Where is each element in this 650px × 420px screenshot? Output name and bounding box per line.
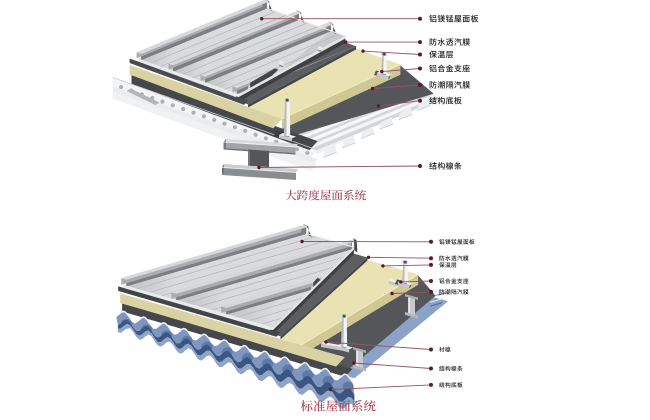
leader-label-dot bbox=[418, 66, 422, 71]
leader-label-dot bbox=[429, 366, 433, 371]
leader-label-dot bbox=[429, 256, 433, 261]
leader-bot-3 bbox=[399, 278, 469, 284]
layer-stack bbox=[136, 0, 438, 158]
deck-perforation-hole bbox=[191, 110, 196, 115]
leader-anchor-dot bbox=[380, 69, 384, 74]
leader-anchor-dot bbox=[324, 340, 328, 344]
leader-top-3 bbox=[380, 64, 470, 74]
leader-top-2 bbox=[361, 49, 454, 59]
deck-perforation-hole bbox=[232, 125, 237, 130]
leader-label-dot bbox=[418, 16, 422, 21]
leader-top-5 bbox=[376, 96, 462, 108]
aluminium-support-bracket bbox=[336, 314, 353, 353]
leader-bot-4 bbox=[390, 289, 469, 296]
leader-label-dot bbox=[418, 83, 422, 87]
leader-anchor-dot bbox=[352, 361, 356, 365]
leader-anchor-dot bbox=[344, 40, 348, 44]
leader-top-6 bbox=[257, 162, 462, 170]
leader-bot-6 bbox=[352, 361, 463, 372]
c-purlin-section bbox=[353, 347, 366, 372]
leader-label-dot bbox=[429, 262, 433, 267]
deck-perforation-hole bbox=[222, 121, 227, 126]
leader-anchor-dot bbox=[381, 264, 385, 268]
support-brackets bbox=[336, 260, 414, 353]
steel-purlin-ibeam bbox=[221, 139, 298, 180]
deck-perforation-hole bbox=[181, 106, 186, 112]
leader-bot-5 bbox=[324, 340, 451, 353]
support-brackets bbox=[274, 52, 393, 142]
leader-bot-7 bbox=[328, 382, 463, 392]
leader-label-dot bbox=[429, 239, 433, 244]
front-cut-faces bbox=[116, 284, 355, 409]
deck-perforation-hole bbox=[263, 136, 268, 141]
deck-perforation-hole bbox=[201, 114, 206, 119]
leader-bot-2 bbox=[381, 262, 457, 268]
leader-anchor-dot bbox=[257, 165, 261, 170]
leader-label-dot bbox=[429, 347, 433, 352]
leader-label-dot bbox=[429, 289, 433, 294]
leader-bot-0 bbox=[300, 239, 475, 245]
leader-label-dot bbox=[418, 52, 422, 57]
leader-anchor-dot bbox=[300, 239, 304, 244]
standard-roof-diagram bbox=[116, 223, 475, 412]
leader-anchor-dot bbox=[361, 49, 365, 53]
leader-bot-1 bbox=[366, 255, 469, 261]
leader-label-dot bbox=[429, 279, 433, 283]
leader-label-dot bbox=[429, 382, 433, 387]
leader-anchor-dot bbox=[399, 280, 403, 284]
leader-anchor-dot bbox=[390, 291, 394, 296]
leader-anchor-dot bbox=[366, 255, 371, 259]
aluminium-support-bracket bbox=[397, 260, 414, 289]
deck-perforation-hole bbox=[305, 150, 310, 155]
deck-perforation-hole bbox=[253, 132, 258, 137]
leader-label-dot bbox=[418, 40, 422, 45]
leader-label-dot bbox=[418, 98, 422, 103]
deck-perforation-hole bbox=[294, 147, 299, 152]
leader-anchor-dot bbox=[370, 86, 375, 91]
deck-perforation-hole bbox=[170, 103, 175, 108]
deck-perforation-hole bbox=[212, 117, 217, 122]
leader-label-dot bbox=[418, 164, 422, 168]
large-span-roof-diagram bbox=[112, 0, 479, 201]
leader-top-1 bbox=[344, 38, 470, 46]
leader-anchor-dot bbox=[376, 104, 381, 108]
leader-top-4 bbox=[370, 81, 470, 91]
aluminium-support-bracket bbox=[376, 52, 393, 80]
deck-perforation-hole bbox=[243, 128, 248, 133]
leader-top-0 bbox=[260, 14, 479, 23]
aluminium-support-bracket bbox=[279, 98, 296, 142]
deck-perforation-hole bbox=[160, 99, 165, 104]
leader-anchor-dot bbox=[328, 387, 332, 392]
c-purlin-section bbox=[405, 294, 418, 319]
deck-perforation-hole bbox=[119, 84, 124, 90]
layer-stack bbox=[121, 223, 448, 379]
leader-anchor-dot bbox=[260, 17, 264, 21]
